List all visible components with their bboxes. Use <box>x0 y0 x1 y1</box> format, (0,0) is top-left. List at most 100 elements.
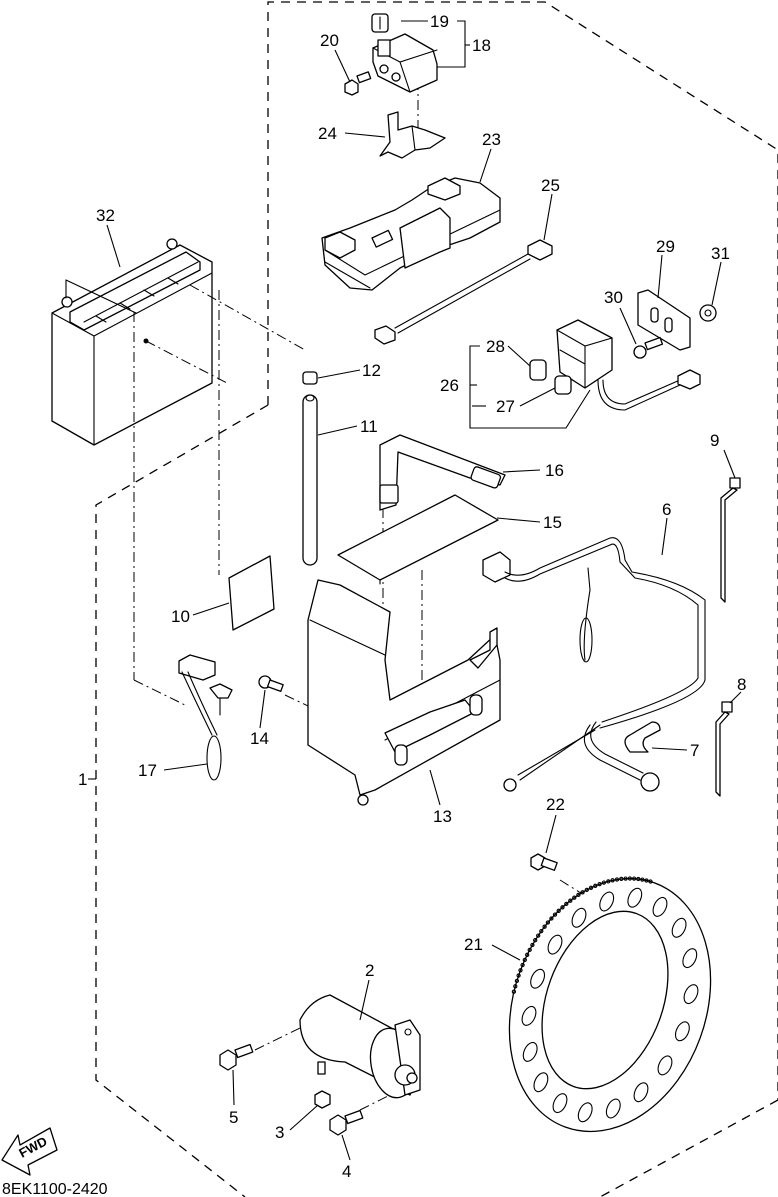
callout-17[interactable]: 17 <box>138 761 157 780</box>
gear-tooth <box>545 920 551 925</box>
callout-6[interactable]: 6 <box>662 500 671 519</box>
callout-2[interactable]: 2 <box>365 961 374 980</box>
callout-24[interactable]: 24 <box>318 124 337 143</box>
gear-hole <box>599 891 615 912</box>
group-outline <box>95 1 778 1197</box>
callout-8[interactable]: 8 <box>737 675 746 694</box>
gear-hole <box>652 896 668 917</box>
gear-hole <box>657 1055 673 1076</box>
callout-5[interactable]: 5 <box>229 1108 238 1127</box>
gear-tooth <box>533 938 538 943</box>
gear-hole <box>552 1093 568 1114</box>
callout-23[interactable]: 23 <box>482 130 501 149</box>
gear-tooth <box>644 878 649 883</box>
callout-18[interactable]: 18 <box>472 36 491 55</box>
gear-tooth <box>568 898 573 903</box>
callout-31[interactable]: 31 <box>711 244 730 263</box>
bolt-14 <box>258 675 284 693</box>
gear-tooth <box>597 881 602 887</box>
gear-tooth <box>614 877 620 882</box>
gear-tooth <box>593 883 598 888</box>
callout-3[interactable]: 3 <box>275 1123 284 1142</box>
callout-10[interactable]: 10 <box>171 607 190 626</box>
gear-tooth <box>588 885 594 890</box>
gear-hole <box>530 968 546 989</box>
gear-tooth <box>556 908 561 913</box>
gear-tooth <box>580 890 585 895</box>
gear-hole <box>627 887 643 908</box>
gear-tooth <box>623 876 628 881</box>
callout-20[interactable]: 20 <box>320 31 339 50</box>
callout-13[interactable]: 13 <box>433 807 452 826</box>
gear-hole <box>605 1098 621 1119</box>
clip-12 <box>302 371 318 385</box>
callout-16[interactable]: 16 <box>545 461 564 480</box>
gear-tooth <box>576 892 581 898</box>
gear-tooth <box>522 957 527 963</box>
callout-21[interactable]: 21 <box>464 935 483 954</box>
callout-30[interactable]: 30 <box>604 288 623 307</box>
gear-tooth <box>636 876 641 882</box>
callout-28[interactable]: 28 <box>486 337 505 356</box>
callout-12[interactable]: 12 <box>362 361 381 380</box>
callout-4[interactable]: 4 <box>342 1162 351 1181</box>
callout-1[interactable]: 1 <box>78 770 87 789</box>
negative-lead <box>178 654 233 781</box>
ring-gear <box>508 876 712 1133</box>
callout-29[interactable]: 29 <box>656 237 675 256</box>
battery <box>51 238 213 446</box>
gear-tooth <box>525 952 530 957</box>
bolt-5 <box>219 1043 254 1071</box>
leader-lines <box>88 20 742 1161</box>
gear-tooth <box>552 912 558 917</box>
bracket-24 <box>379 111 446 159</box>
fwd-arrow[interactable]: FWD <box>1 1127 58 1176</box>
gear-tooth <box>513 984 518 989</box>
callout-26[interactable]: 26 <box>440 376 459 395</box>
battery-box <box>307 579 501 806</box>
callout-9[interactable]: 9 <box>710 431 719 450</box>
gear-tooth <box>549 916 554 921</box>
wire-clamp <box>624 721 661 753</box>
gear-tooth <box>516 973 521 978</box>
battery-pad <box>337 494 499 585</box>
callout-11[interactable]: 11 <box>360 417 378 436</box>
bracket-29 <box>637 289 691 351</box>
gear-tooth <box>606 879 611 884</box>
starter-lead-wire <box>482 537 706 792</box>
cable-tie-9 <box>720 477 741 603</box>
gear-tooth <box>610 878 615 883</box>
gear-hole <box>533 1072 549 1093</box>
callout-27[interactable]: 27 <box>496 397 515 416</box>
drawing-code: 8EK1100-2420 <box>2 1181 108 1197</box>
callout-7[interactable]: 7 <box>690 741 699 760</box>
gear-hole <box>633 1082 649 1103</box>
nut-3 <box>314 1090 331 1109</box>
callout-14[interactable]: 14 <box>250 729 269 748</box>
callout-32[interactable]: 32 <box>96 206 115 225</box>
breather-pipe <box>302 394 318 566</box>
pad-10 <box>228 555 275 631</box>
gear-hole <box>671 917 687 938</box>
gear-tooth <box>572 895 577 900</box>
gear-tooth <box>627 876 633 881</box>
gear-tooth <box>631 876 637 881</box>
nut-31 <box>699 304 717 322</box>
gear-hole <box>521 1005 537 1026</box>
gear-tooth <box>564 901 569 907</box>
bolt-22 <box>530 853 558 871</box>
callout-15[interactable]: 15 <box>543 513 562 532</box>
gear-tooth <box>514 978 520 984</box>
relay-cover <box>321 177 501 291</box>
bolt-4 <box>329 1109 364 1136</box>
fuse-19 <box>371 13 389 33</box>
gear-hole <box>522 1041 538 1062</box>
gear-tooth <box>601 880 607 885</box>
callout-22[interactable]: 22 <box>546 795 565 814</box>
callout-19[interactable]: 19 <box>430 12 449 31</box>
fuse-28 <box>529 359 547 381</box>
callout-25[interactable]: 25 <box>541 176 560 195</box>
gear-tooth <box>527 947 532 953</box>
lead-wire-25 <box>374 239 553 345</box>
starter-relay <box>372 33 438 93</box>
